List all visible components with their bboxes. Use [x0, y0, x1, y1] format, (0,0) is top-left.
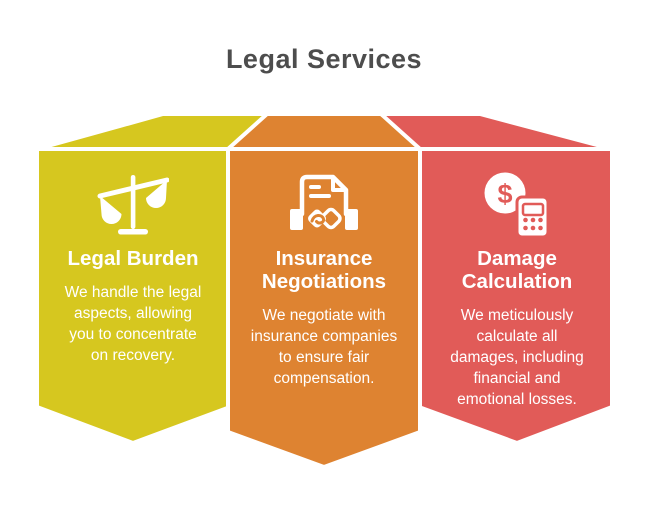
document-handshake-icon — [290, 174, 358, 230]
card-title: Insurance Negotiations — [261, 247, 387, 293]
card-title: Legal Burden — [67, 247, 199, 270]
card-insurance-negotiations: Insurance Negotiations We negotiate with… — [231, 174, 417, 389]
card-description: We negotiate with insurance companies to… — [250, 307, 398, 387]
page-title: Legal Services — [225, 44, 423, 74]
card-description: We handle the legal aspects, allowing yo… — [64, 284, 202, 364]
card-legal-burden: Legal Burden We handle the legal aspects… — [40, 173, 226, 366]
card-damage-calculation: $ Damage Calculation We meticulously cal… — [424, 171, 610, 410]
dollar-calculator-icon: $ — [484, 172, 550, 239]
scales-of-justice-icon — [97, 175, 169, 235]
insurance-negotiations-banner-body — [226, 147, 422, 469]
card-description: We meticulously calculate all damages, i… — [450, 307, 584, 408]
card-title: Damage Calculation — [461, 247, 573, 293]
dollar-sign: $ — [497, 179, 512, 209]
